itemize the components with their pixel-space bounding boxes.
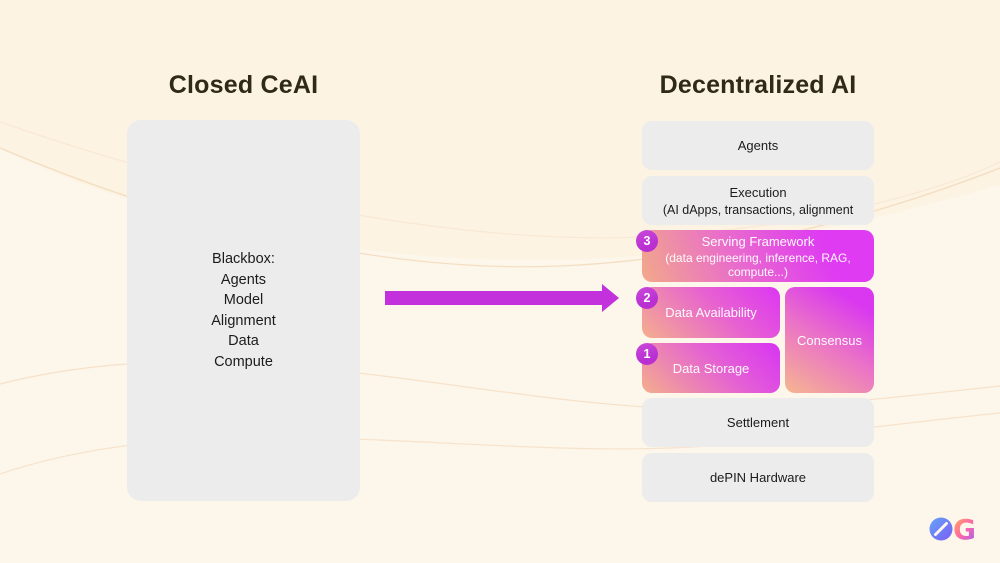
layer-serving-sublabel: (data engineering, inference, RAG, compu… [665, 250, 851, 279]
layer-depin-hardware: dePIN Hardware [642, 453, 874, 502]
layer-execution-label: Execution [729, 184, 787, 200]
0g-logo: G [928, 513, 980, 550]
layer-agents: Agents [642, 121, 874, 170]
decentralized-ai-stack: Agents Execution (AI dApps, transactions… [636, 121, 874, 502]
layer-settlement: Settlement [642, 398, 874, 447]
data-consensus-row: 2 Data Availability 1 Data Storage Conse… [636, 287, 874, 393]
layer-data-availability: 2 Data Availability [636, 287, 780, 338]
blackbox-line-data: Data [228, 333, 259, 349]
blackbox-line-model: Model [223, 292, 264, 308]
logo-g-letter: G [953, 513, 976, 545]
layer-execution: Execution (AI dApps, transactions, align… [642, 176, 874, 225]
layer-data-availability-label: Data Availability [665, 305, 757, 320]
layer-consensus: Consensus [785, 287, 874, 393]
layer-serving-label: Serving Framework [701, 233, 815, 249]
layer-agents-label: Agents [737, 138, 779, 153]
data-column: 2 Data Availability 1 Data Storage [636, 287, 780, 393]
badge-step-2: 2 [636, 287, 658, 309]
layer-consensus-label: Consensus [796, 332, 863, 348]
closed-ceai-title: Closed CeAI [168, 71, 319, 99]
blackbox-line-agents: Agents [220, 271, 267, 288]
layer-data-storage: 1 Data Storage [636, 343, 780, 393]
layer-serving-framework: 3 Serving Framework (data engineering, i… [636, 230, 874, 282]
right-arrow-icon [385, 284, 619, 312]
layer-depin-hardware-label: dePIN Hardware [709, 470, 807, 485]
decentralized-ai-title: Decentralized AI [659, 71, 857, 99]
blackbox-line-alignment: Alignment [211, 312, 276, 329]
layer-settlement-label: Settlement [726, 415, 790, 430]
blackbox-line-title: Blackbox: [212, 251, 275, 267]
layer-data-storage-label: Data Storage [672, 360, 750, 376]
closed-ceai-box: Blackbox: Agents Model Alignment Data Co… [127, 120, 360, 501]
blackbox-line-compute: Compute [214, 353, 273, 370]
transform-arrow [385, 283, 619, 318]
layer-execution-sublabel: (AI dApps, transactions, alignment [662, 202, 854, 217]
0g-logo-icon: G [929, 513, 976, 546]
blackbox-text-block: Blackbox: Agents Model Alignment Data Co… [211, 249, 275, 372]
badge-step-3: 3 [636, 230, 658, 252]
badge-step-1: 1 [636, 343, 658, 365]
